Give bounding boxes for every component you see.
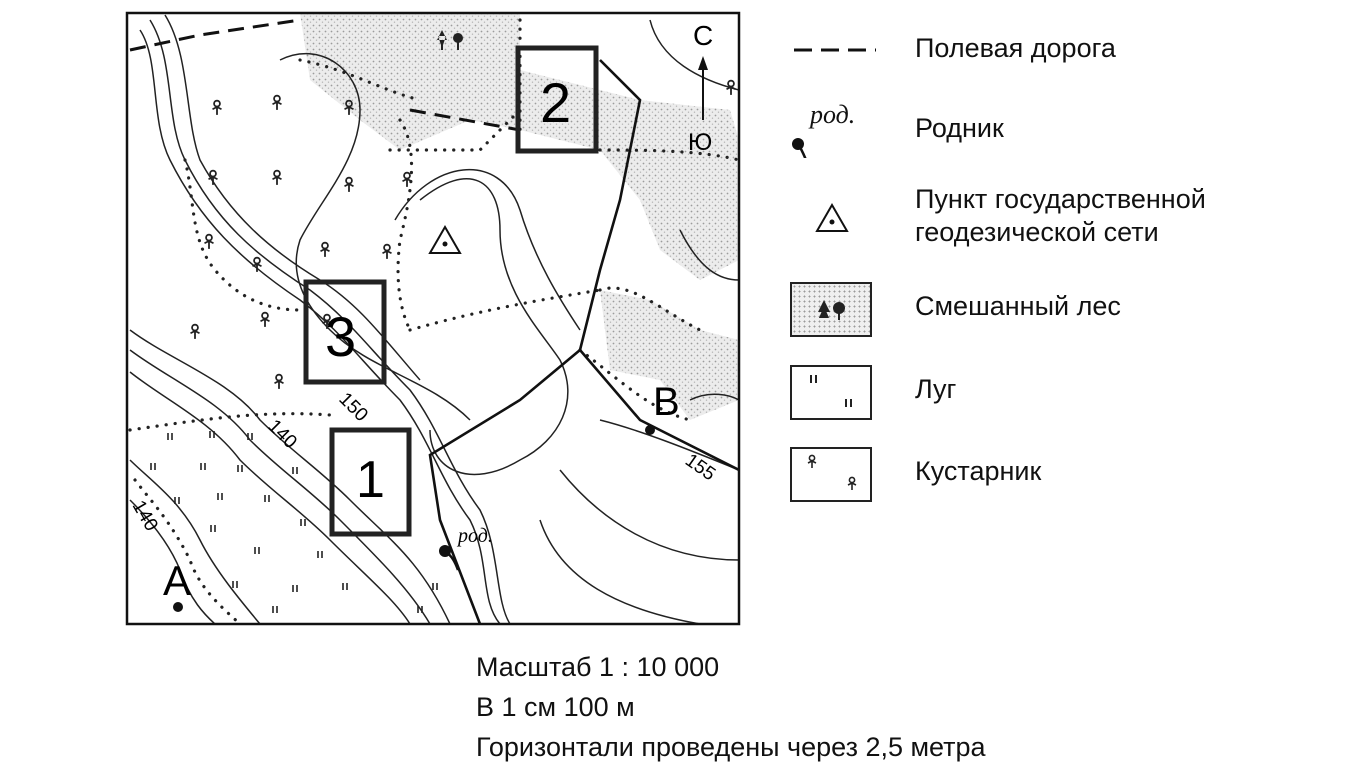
legend-row-field-road: Полевая дорога [788,18,1328,82]
point-a-label: A [163,557,191,604]
forest-tree-icon [437,30,463,50]
road-east [579,349,739,472]
field-road-nw [129,18,301,52]
dashed-line-icon [794,48,876,52]
shrub-swatch [788,445,876,505]
spring-label: род. [456,525,493,547]
contour-label-155: 155 [681,450,719,485]
mixed-forest-north [300,13,739,280]
contour-label-140: 140 [263,416,300,453]
zone-2-label: 2 [540,71,571,134]
meadow-symbols [150,430,438,614]
mixed-forest-swatch [788,280,876,340]
north-arrow-icon [698,56,708,120]
contour-label-150: 150 [334,389,371,426]
legend-spring-symbol-text: род. [810,100,856,129]
zone-1-label: 1 [356,451,385,509]
legend-label-geodetic: Пункт государственной геодезической сети [915,184,1206,247]
contour-interval-note: Горизонтали проведены через 2,5 метра [476,732,986,762]
legend-row-shrub: Кустарник [788,445,1328,509]
zone-2: 2 [515,45,599,154]
south-label: Ю [688,129,712,156]
zone-3-label: 3 [325,305,356,368]
legend-row-geodetic: Пункт государственной геодезической сети [788,183,1328,247]
zone-3: 3 [303,279,387,385]
spring-icon [439,545,460,571]
geodetic-point-icon [428,224,462,254]
spring-legend-icon [792,138,807,158]
legend-label-shrub: Кустарник [915,456,1042,486]
map-frame [125,11,741,626]
legend-label-field-road: Полевая дорога [915,33,1116,63]
contour-lines [129,14,739,624]
shrub-icon [807,454,857,491]
point-b-label: B [653,380,680,424]
legend-row-meadow: Луг [788,363,1328,427]
field-road-center [409,108,521,132]
legend-label-forest: Смешанный лес [915,291,1121,321]
point-a-marker [173,602,183,612]
tree-icon [818,300,845,320]
triangle-icon [815,202,849,232]
legend-row-spring: род. Родник [788,98,1328,162]
north-label: С [693,20,713,51]
scale-per-cm: В 1 см 100 м [476,692,635,722]
point-b-marker [645,425,655,435]
legend-label-spring: Родник [915,113,1004,143]
topographic-map: С Ю род. A B 140 140 150 155 1 2 3 [125,11,741,626]
legend-label-meadow: Луг [915,374,957,404]
mixed-forest-east [600,290,739,420]
zone-1: 1 [329,427,412,537]
scale-title: Масштаб 1 : 10 000 [476,652,720,682]
legend-row-forest: Смешанный лес [788,280,1328,344]
grass-icon [810,375,852,407]
meadow-swatch [788,363,876,423]
